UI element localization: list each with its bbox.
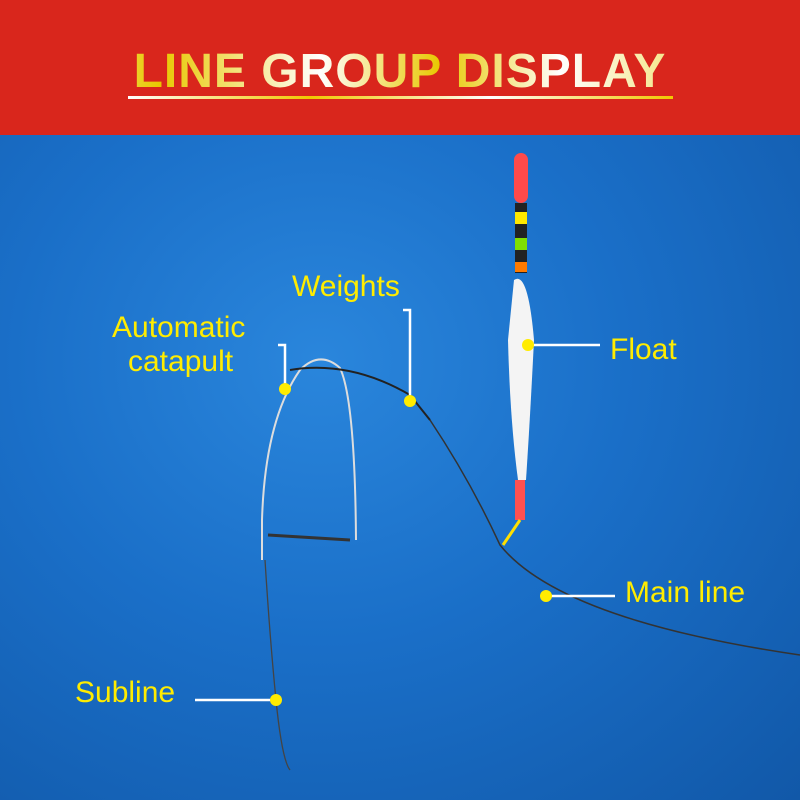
title-underline [128, 96, 673, 99]
label-catapult-line1: Automatic [112, 311, 246, 344]
main-line-marker [540, 590, 552, 602]
label-catapult-line2: catapult [128, 345, 234, 378]
subline-marker [270, 694, 282, 706]
main-line [429, 419, 800, 656]
label-subline: Subline [75, 676, 176, 709]
page-title: LINE GROUP DISPLAY [0, 44, 800, 99]
float-marker [522, 339, 534, 351]
label-weights: Weights [292, 270, 400, 303]
weights-marker [404, 395, 416, 407]
label-main-line: Main line [625, 576, 746, 609]
float [501, 153, 534, 546]
catapult-marker [279, 383, 291, 395]
label-float: Float [610, 333, 677, 366]
subline [264, 559, 291, 771]
header-banner: LINE GROUP DISPLAY [0, 0, 800, 135]
catapult-wire [261, 358, 357, 560]
